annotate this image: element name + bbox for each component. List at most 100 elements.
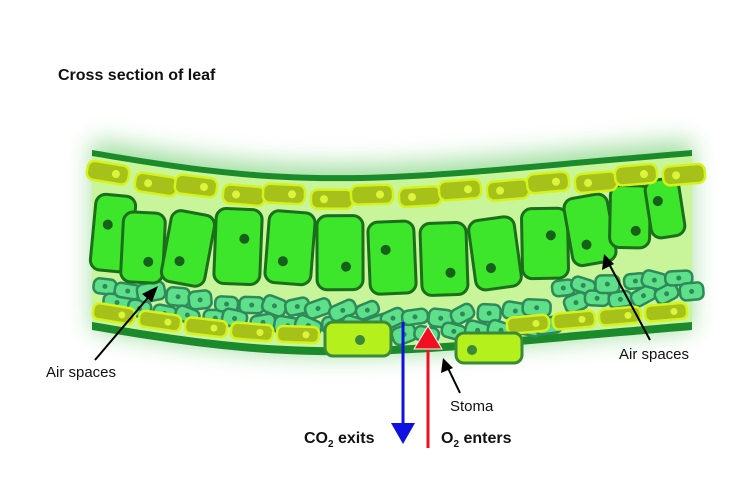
nucleus xyxy=(651,277,657,283)
diagram-title: Cross section of leaf xyxy=(58,67,216,84)
nucleus xyxy=(672,171,681,180)
nucleus xyxy=(573,300,579,306)
palisade-cell-wall xyxy=(119,210,167,285)
nucleus xyxy=(670,308,678,316)
nucleus xyxy=(111,169,120,178)
palisade-cell-wall xyxy=(263,209,317,287)
upper-epidermis-cell xyxy=(261,182,307,206)
nucleus xyxy=(632,278,638,284)
lower-epidermis-cell xyxy=(597,305,643,327)
label-stoma: Stoma xyxy=(450,398,494,415)
spongy-cell xyxy=(521,298,552,318)
o2-arrow-head xyxy=(413,325,443,350)
spongy-cell xyxy=(678,281,705,302)
spongy-cell xyxy=(187,289,213,311)
nucleus xyxy=(197,297,203,303)
nucleus xyxy=(676,275,682,281)
pointer-head xyxy=(142,286,158,302)
upper-epidermis-cell-wall xyxy=(437,178,483,202)
nucleus xyxy=(287,190,296,199)
spongy-cell xyxy=(400,307,430,327)
upper-epidermis-cell xyxy=(349,183,395,206)
nucleus xyxy=(224,301,230,307)
lower-epidermis-cell xyxy=(505,313,551,335)
palisade-cell-wall xyxy=(418,221,470,297)
nucleus xyxy=(102,283,108,289)
guard-cell-nucleus xyxy=(355,335,365,345)
lower-epidermis-cell-wall xyxy=(505,313,551,335)
nucleus xyxy=(580,282,586,288)
nucleus xyxy=(125,288,131,294)
nucleus xyxy=(102,219,113,230)
upper-epidermis-cell-wall xyxy=(221,183,267,208)
guard-cell-nucleus xyxy=(467,345,477,355)
palisade-cell-wall xyxy=(643,176,687,240)
nucleus xyxy=(459,311,465,317)
nucleus xyxy=(364,307,370,313)
palisade-cell xyxy=(315,214,365,292)
palisade-cell xyxy=(119,210,167,285)
nucleus xyxy=(545,230,556,241)
upper-epidermis-cell xyxy=(613,162,659,187)
upper-epidermis-cell-wall xyxy=(525,170,571,195)
spongy-cell xyxy=(449,302,476,326)
label-o2-enters: O2 enters xyxy=(441,430,511,450)
upper-epidermis-layer xyxy=(85,159,707,210)
lower-epidermis-cell-wall xyxy=(183,316,229,339)
nucleus xyxy=(175,294,181,300)
lower-epidermis-cell-wall xyxy=(229,321,275,343)
palisade-cell-wall xyxy=(315,214,365,292)
nucleus xyxy=(232,190,241,199)
lower-epidermis-cell-wall xyxy=(597,305,643,327)
nucleus xyxy=(512,308,518,314)
palisade-cell xyxy=(467,215,523,292)
upper-epidermis-cell xyxy=(309,188,355,210)
nucleus xyxy=(144,179,153,188)
lower-epidermis-cell-wall xyxy=(91,301,137,326)
lower-epidermis-cell xyxy=(91,301,137,326)
nucleus xyxy=(256,328,264,336)
nucleus xyxy=(380,244,391,255)
o2-subscript: 2 xyxy=(453,439,460,451)
nucleus xyxy=(445,267,456,278)
nucleus xyxy=(315,305,321,311)
co2-text: CO xyxy=(304,430,328,447)
lower-epidermis-cell-wall xyxy=(643,301,689,323)
pointer-air-spaces-left xyxy=(94,292,153,361)
spongy-cell xyxy=(354,299,381,321)
nucleus xyxy=(604,281,610,287)
palisade-cell-wall xyxy=(366,219,418,296)
co2-arrow-head xyxy=(391,423,415,444)
upper-epidermis-cell-wall xyxy=(397,185,443,209)
palisade-cell xyxy=(643,176,687,240)
spongy-cell xyxy=(640,269,669,292)
nucleus xyxy=(320,195,329,204)
upper-epidermis-cell xyxy=(485,178,531,202)
upper-epidermis-cell xyxy=(661,162,707,187)
spongy-cell xyxy=(653,282,680,306)
palisade-cell-wall xyxy=(520,206,570,281)
lower-epidermis-cell xyxy=(229,321,275,343)
diagram-arrows xyxy=(94,254,651,448)
spongy-cell xyxy=(562,291,590,315)
guard-cell-right xyxy=(454,331,524,365)
upper-epidermis-cell-wall xyxy=(85,159,131,186)
nucleus xyxy=(164,318,172,326)
upper-epidermis-cell xyxy=(437,178,483,202)
lower-epidermis-cell-wall xyxy=(137,309,183,333)
nucleus xyxy=(652,196,663,207)
pointer-head xyxy=(602,254,614,270)
palisade-cell xyxy=(418,221,470,297)
nucleus xyxy=(143,256,154,267)
nucleus xyxy=(249,302,255,308)
nucleus xyxy=(664,291,670,297)
nucleus xyxy=(341,261,352,272)
spongy-cell xyxy=(476,302,502,324)
nucleus xyxy=(210,324,218,332)
upper-epidermis-cell-wall xyxy=(613,162,659,187)
nucleus xyxy=(624,311,632,319)
guard-cells xyxy=(323,320,524,365)
palisade-layer xyxy=(88,176,687,297)
nucleus xyxy=(118,311,126,319)
